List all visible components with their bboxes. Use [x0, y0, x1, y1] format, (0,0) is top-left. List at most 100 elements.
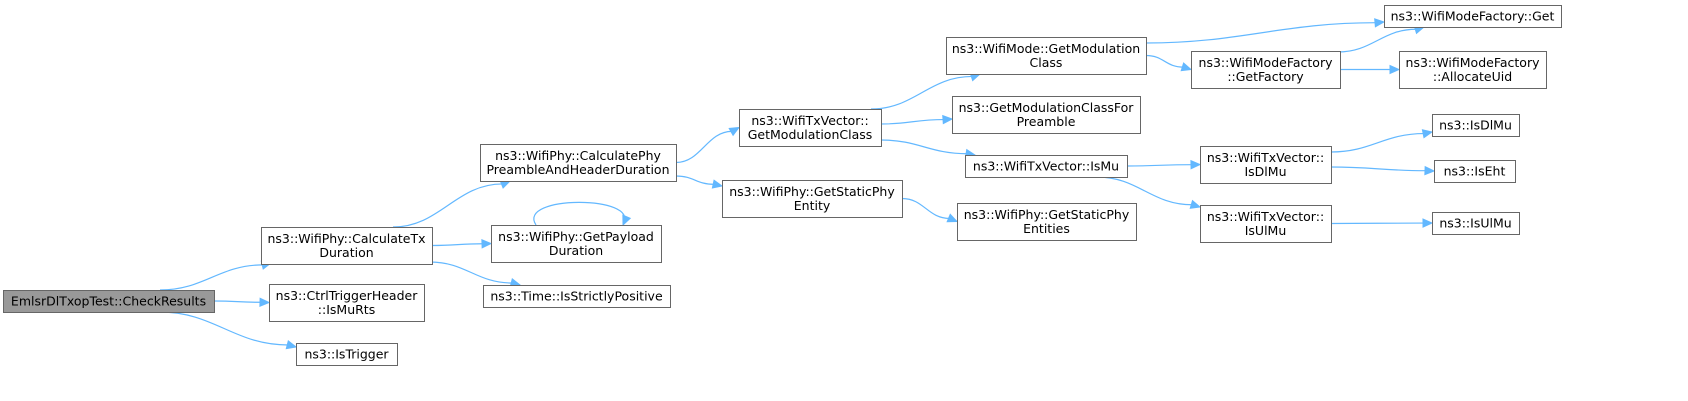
graph-node-box	[1432, 212, 1520, 235]
call-graph-nodes: EmlsrDlTxopTest::CheckResults ns3::WifiPh…	[3, 5, 1562, 366]
graph-edge-calcPhyPre-to-getStaticPhy	[675, 175, 724, 189]
graph-edge-modeGetMod-to-factGetFactory	[1145, 54, 1193, 72]
graph-node-box	[269, 284, 425, 322]
graph-node-box	[957, 203, 1137, 241]
edge-arrowhead	[711, 179, 724, 189]
edge-arrowhead	[1421, 129, 1434, 139]
graph-node-root: EmlsrDlTxopTest::CheckResults	[3, 290, 215, 313]
graph-node-label: ns3::WifiTxVector::IsMu	[973, 159, 1119, 174]
graph-node-box	[952, 96, 1141, 134]
edge-arrowhead	[1424, 165, 1436, 176]
graph-node-txvIsMu[interactable]: ns3::WifiTxVector::IsMu	[965, 155, 1128, 178]
graph-node-label: EmlsrDlTxopTest::CheckResults	[11, 294, 206, 309]
graph-node-box	[480, 144, 677, 182]
graph-edge-calcTx-to-strictlyPos	[429, 261, 522, 288]
edge-arrowhead	[622, 214, 632, 227]
graph-node-factGet[interactable]: ns3::WifiModeFactory::Get	[1384, 5, 1562, 28]
graph-node-box	[1191, 51, 1341, 89]
edge-line	[533, 201, 626, 226]
graph-node-label: ::GetFactory	[1227, 69, 1304, 84]
graph-node-box	[296, 343, 398, 366]
graph-edge-modeGetMod-to-factGet	[1145, 18, 1386, 44]
edge-line	[159, 311, 289, 346]
edge-line	[213, 300, 262, 303]
graph-node-box	[722, 180, 903, 218]
edge-line	[429, 261, 513, 284]
graph-edge-root-to-isMuRts	[213, 297, 271, 308]
graph-node-isMuRts[interactable]: ns3::CtrlTriggerHeader::IsMuRts	[269, 284, 425, 322]
graph-node-isTrigger[interactable]: ns3::IsTrigger	[296, 343, 398, 366]
graph-node-isEht[interactable]: ns3::IsEht	[1434, 160, 1516, 183]
edge-arrowhead	[285, 340, 298, 350]
graph-node-box	[3, 290, 215, 313]
graph-node-txvIsUlMu[interactable]: ns3::WifiTxVector::IsUlMu	[1200, 205, 1332, 243]
graph-node-label: ns3::WifiPhy::GetPayload	[498, 229, 654, 244]
edge-arrowhead	[946, 213, 959, 223]
graph-node-box	[739, 109, 882, 147]
graph-node-box	[1384, 5, 1562, 28]
edge-arrowhead	[1422, 218, 1434, 228]
graph-node-calcPhyPre[interactable]: ns3::WifiPhy::CalculatePhyPreambleAndHea…	[480, 144, 677, 182]
graph-node-label: PreambleAndHeaderDuration	[486, 162, 669, 177]
edge-line	[1145, 22, 1377, 44]
graph-node-strictlyPos[interactable]: ns3::Time::IsStrictlyPositive	[483, 285, 671, 308]
edge-line	[1330, 132, 1425, 153]
graph-node-label: ns3::IsTrigger	[304, 347, 389, 362]
edge-line	[901, 197, 950, 220]
graph-node-label: ::IsMuRts	[318, 302, 375, 317]
graph-node-box	[1200, 205, 1332, 243]
edge-line	[880, 118, 945, 125]
edge-line	[880, 139, 968, 155]
graph-edge-factGetFactory-to-allocUid	[1340, 64, 1401, 75]
graph-node-allocUid[interactable]: ns3::WifiModeFactory::AllocateUid	[1399, 51, 1547, 89]
graph-node-label: ns3::WifiMode::GetModulation	[952, 41, 1140, 56]
graph-node-box	[1434, 160, 1516, 183]
graph-node-label: ns3::WifiModeFactory::Get	[1391, 9, 1555, 24]
graph-edge-getStaticPhy-to-getStaticPhies	[901, 197, 959, 223]
edge-line	[675, 130, 733, 164]
edge-arrowhead	[481, 239, 493, 249]
graph-node-label: Duration	[549, 243, 603, 258]
graph-node-label: ns3::IsDlMu	[1439, 118, 1512, 133]
edge-line	[1126, 164, 1193, 167]
edge-arrowhead	[1190, 159, 1202, 170]
graph-node-label: ns3::IsEht	[1444, 164, 1506, 179]
graph-edge-getPayload-to-getPayload	[533, 201, 632, 227]
edge-arrowhead	[259, 297, 271, 308]
edge-arrowhead	[1374, 18, 1386, 28]
edge-arrowhead	[1189, 199, 1202, 209]
graph-node-txvGetMod[interactable]: ns3::WifiTxVector::GetModulationClass	[739, 109, 882, 147]
graph-node-box	[1200, 146, 1332, 184]
graph-node-modeGetMod[interactable]: ns3::WifiMode::GetModulationClass	[946, 37, 1147, 75]
graph-edge-txvIsDlMu-to-isEht	[1330, 165, 1436, 176]
graph-edge-root-to-calcTx	[159, 260, 273, 291]
graph-node-txvIsDlMu[interactable]: ns3::WifiTxVector::IsDlMu	[1200, 146, 1332, 184]
graph-edge-root-to-isTrigger	[159, 311, 298, 350]
edge-arrowhead	[728, 126, 741, 137]
edge-line	[392, 183, 503, 228]
graph-node-isDlMu[interactable]: ns3::IsDlMu	[1432, 114, 1520, 137]
graph-node-label: ns3::WifiPhy::CalculatePhy	[495, 148, 661, 163]
graph-node-label: ns3::Time::IsStrictlyPositive	[490, 289, 663, 304]
graph-node-box	[946, 37, 1147, 75]
edge-arrowhead	[1180, 62, 1193, 72]
graph-node-label: ns3::WifiModeFactory	[1406, 55, 1541, 70]
graph-node-box	[261, 227, 433, 265]
graph-node-label: ns3::WifiPhy::GetStaticPhy	[964, 207, 1130, 222]
graph-node-label: ns3::CtrlTriggerHeader	[276, 288, 419, 303]
graph-node-box	[1399, 51, 1547, 89]
graph-node-label: ns3::WifiTxVector::	[1207, 209, 1324, 224]
graph-node-isUlMu[interactable]: ns3::IsUlMu	[1432, 212, 1520, 235]
edge-line	[870, 75, 973, 110]
graph-node-factGetFactory[interactable]: ns3::WifiModeFactory::GetFactory	[1191, 51, 1341, 89]
graph-edge-calcTx-to-calcPhyPre	[392, 180, 512, 228]
edge-arrowhead	[1389, 64, 1401, 75]
graph-edge-txvGetMod-to-getModPre	[880, 114, 954, 125]
edge-line	[431, 243, 484, 247]
